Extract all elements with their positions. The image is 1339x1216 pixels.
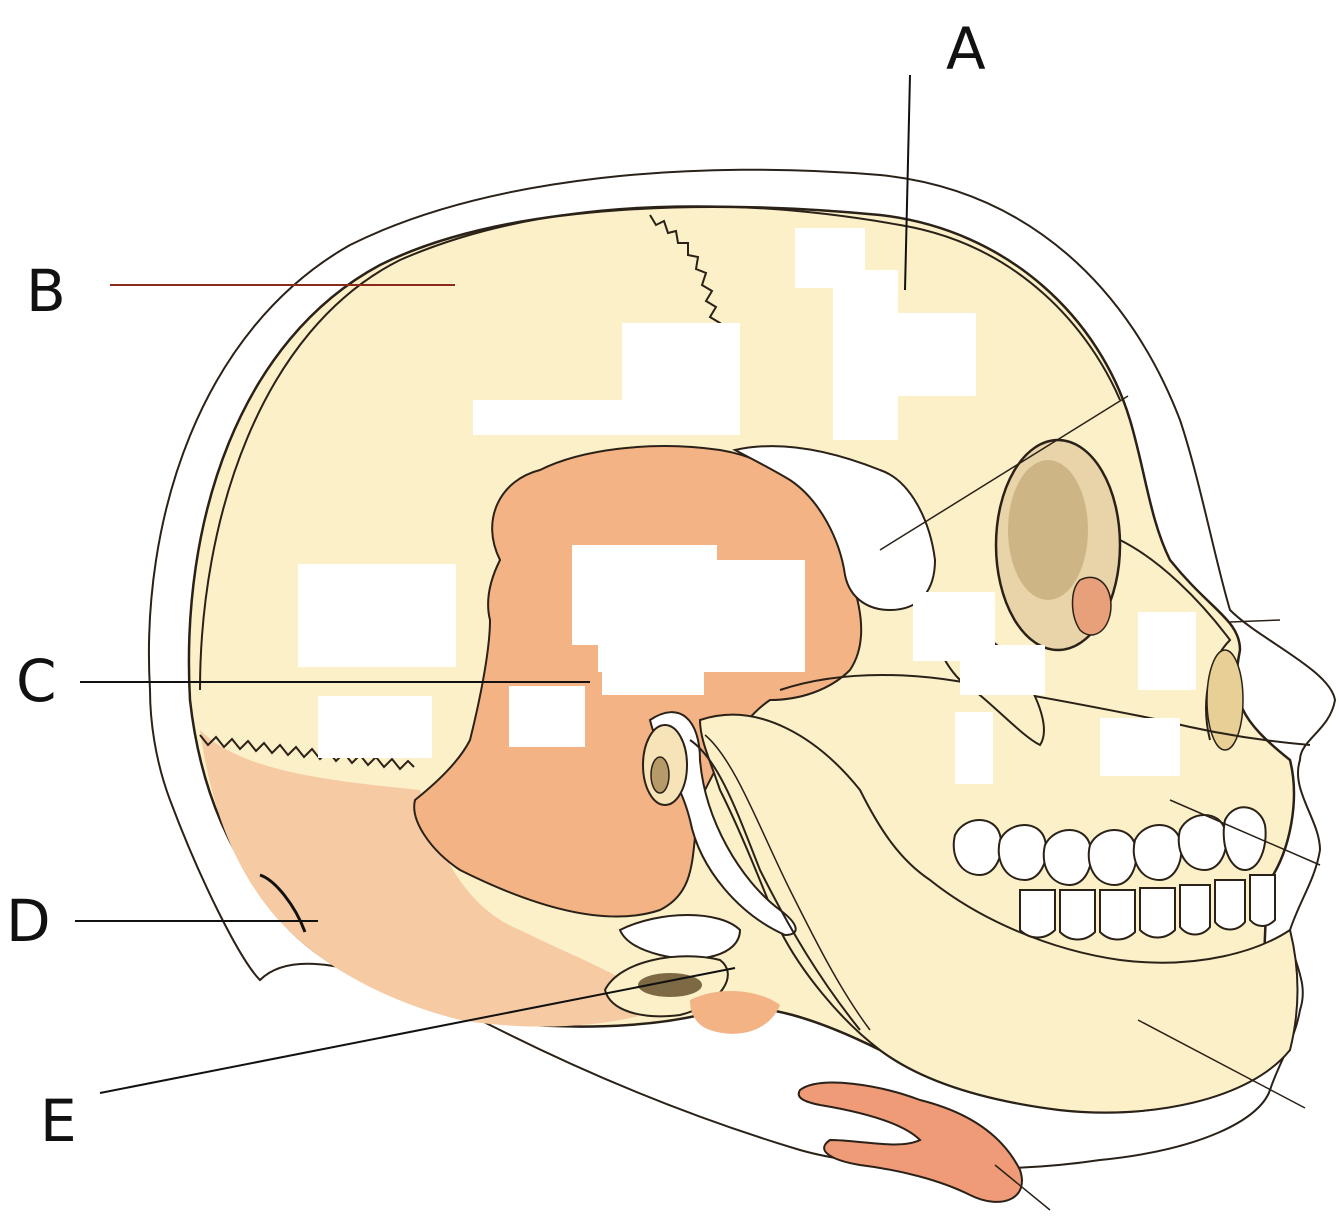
mask-14 (1138, 612, 1196, 690)
mask-15 (955, 712, 993, 784)
lacrimal-bone (1073, 577, 1111, 635)
orbit-shadow (1008, 460, 1088, 600)
label-a: A (946, 20, 986, 78)
mask-7 (318, 696, 432, 758)
ear-canal-inner (651, 757, 669, 793)
mask-5 (473, 400, 740, 435)
mask-2 (833, 270, 898, 440)
nasal-cartilage (1207, 650, 1243, 750)
label-d: D (6, 892, 51, 950)
label-c: C (16, 652, 57, 710)
hyoid-bone (799, 1083, 1022, 1202)
mask-16 (1100, 718, 1180, 776)
mask-3 (898, 313, 976, 396)
leader-line-misc-1 (1230, 620, 1280, 622)
mask-6 (298, 564, 456, 667)
mask-9 (598, 560, 805, 672)
label-e: E (40, 1092, 77, 1150)
label-b: B (26, 262, 66, 320)
mask-13 (960, 645, 1045, 695)
mask-10 (602, 660, 704, 695)
mask-11 (509, 686, 585, 747)
